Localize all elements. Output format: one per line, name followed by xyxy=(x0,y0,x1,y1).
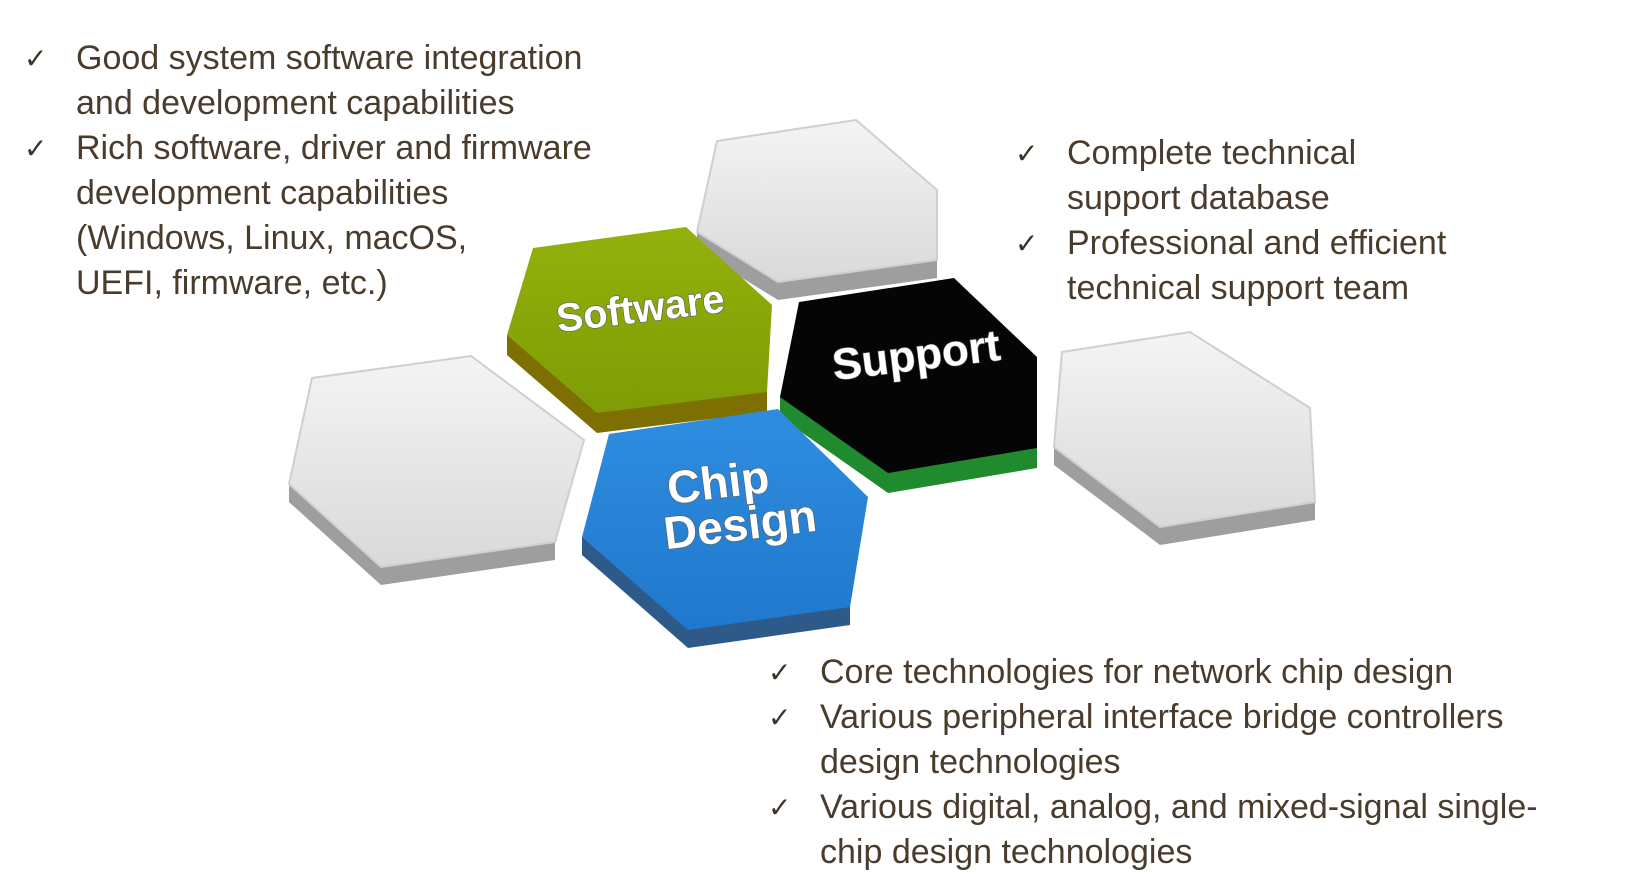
list-item-text: Various peripheral interface bridge cont… xyxy=(820,698,1504,781)
list-item-text: Professional and efficient technical sup… xyxy=(1067,224,1447,307)
list-item-text: Good system software integration and dev… xyxy=(76,39,583,122)
check-icon: ✓ xyxy=(768,791,792,824)
check-icon: ✓ xyxy=(24,132,48,165)
check-icon: ✓ xyxy=(768,701,792,734)
list-item: ✓ Rich software, driver and firmware dev… xyxy=(24,126,664,306)
hexagon-neutral-top xyxy=(695,118,938,300)
list-item: ✓ Professional and efficient technical s… xyxy=(1015,221,1535,311)
check-icon: ✓ xyxy=(768,656,792,689)
check-icon: ✓ xyxy=(24,42,48,75)
support-capabilities-list: ✓ Complete technical support database ✓ … xyxy=(1015,131,1535,311)
hexagon-chip-design: Chip Design xyxy=(582,409,868,648)
list-item: ✓ Various peripheral interface bridge co… xyxy=(768,695,1618,785)
hexagon-support: Support xyxy=(780,278,1037,493)
check-icon: ✓ xyxy=(1015,227,1039,260)
list-item: ✓ Various digital, analog, and mixed-sig… xyxy=(768,785,1618,875)
check-icon: ✓ xyxy=(1015,137,1039,170)
hexagon-neutral-left xyxy=(287,354,586,585)
list-item-text: Various digital, analog, and mixed-signa… xyxy=(820,788,1538,871)
list-item-text: Rich software, driver and firmware devel… xyxy=(76,129,592,302)
list-item: ✓ Complete technical support database xyxy=(1015,131,1535,221)
list-item: ✓ Core technologies for network chip des… xyxy=(768,650,1618,695)
list-item: ✓ Good system software integration and d… xyxy=(24,36,664,126)
list-item-text: Core technologies for network chip desig… xyxy=(820,653,1454,691)
hexagon-software: Software xyxy=(507,227,772,433)
chip-design-capabilities-list: ✓ Core technologies for network chip des… xyxy=(768,650,1618,875)
list-item-text: Complete technical support database xyxy=(1067,134,1357,217)
hexagon-neutral-right xyxy=(1052,330,1317,545)
software-capabilities-list: ✓ Good system software integration and d… xyxy=(24,36,664,306)
